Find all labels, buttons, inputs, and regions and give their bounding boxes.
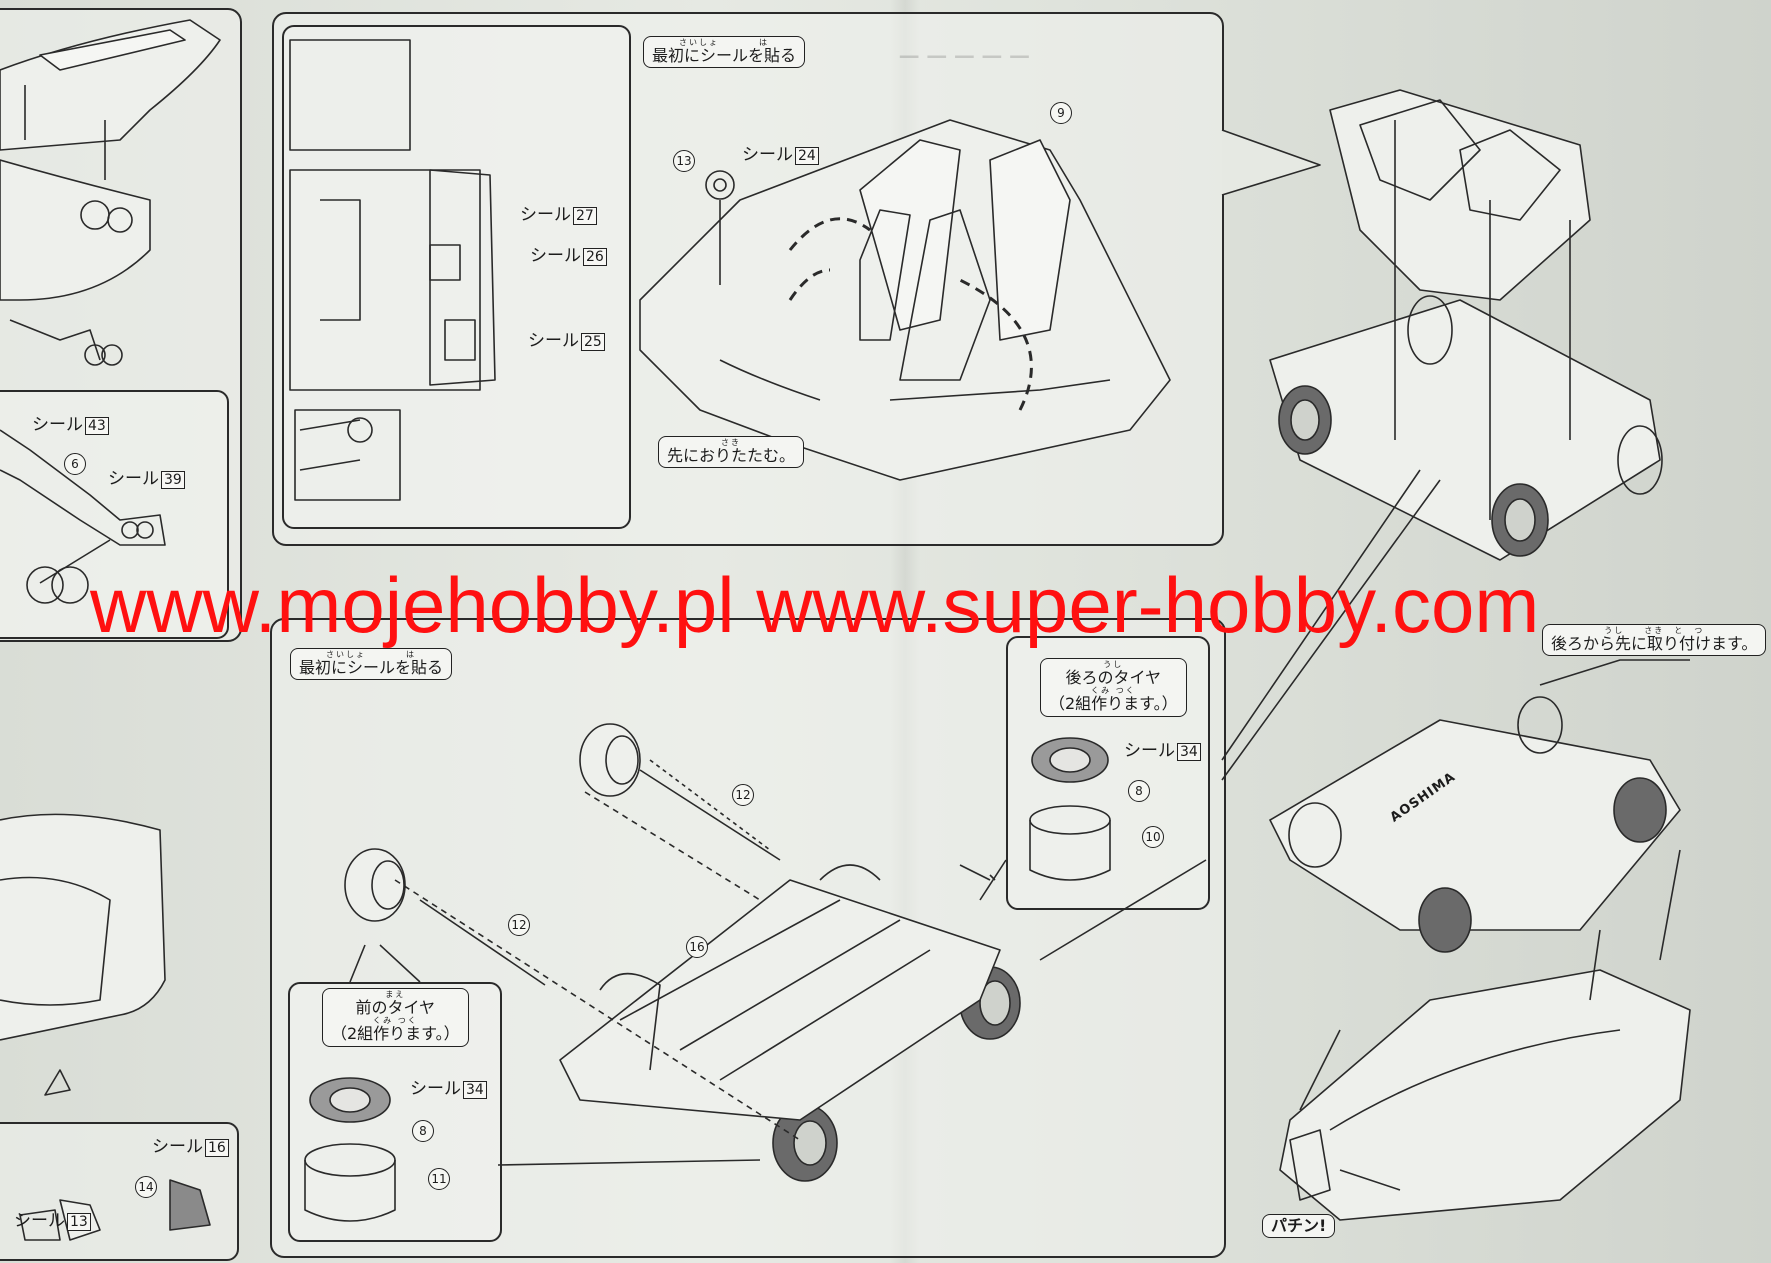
- car-body-rear-view: [0, 19, 221, 366]
- watermark-text: www.mojehobby.pl www.super-hobby.com: [90, 561, 1540, 649]
- part-number-16: 16: [686, 936, 708, 958]
- part-number-11: 11: [428, 1168, 450, 1190]
- chassis-to-body-assembly: [1269, 696, 1691, 1221]
- background-bleed-text: ─ ─ ─ ─ ─: [900, 40, 1029, 75]
- chassis-with-interior: [1269, 89, 1663, 561]
- left-parts-diagram: [0, 429, 166, 604]
- part-number-12-lower: 12: [508, 914, 530, 936]
- callout-snap: パチン!: [1262, 1214, 1336, 1239]
- wheel-axle-assembly: [344, 723, 1021, 1182]
- interior-tub: [639, 119, 1171, 481]
- part-number-8-front: 8: [412, 1120, 434, 1142]
- part-number-6: 6: [64, 453, 86, 475]
- callout-fold-first: さき 先におりたたむ。: [658, 436, 805, 469]
- callout-rear-tires: うし 後ろのタイヤ くみ つく （2組作ります。）: [1040, 658, 1187, 717]
- part-number-10: 10: [1142, 826, 1164, 848]
- dashboard-sticker-diagram: [289, 39, 496, 501]
- callout-attach-rear-first: うし さき と つ 後ろから先に取り付けます。: [1542, 624, 1767, 657]
- callout-first-sticker-top: さいしょ は 最初にシールを貼る: [643, 36, 806, 69]
- part-number-12-upper: 12: [732, 784, 754, 806]
- callout-first-sticker-bottom: さいしょ は 最初にシールを貼る: [290, 648, 453, 681]
- part-number-8-rear: 8: [1128, 780, 1150, 802]
- part-number-14: 14: [135, 1176, 157, 1198]
- part-number-13: 13: [673, 150, 695, 172]
- callout-front-tires: まえ 前のタイヤ くみ つく （2組作ります。）: [322, 988, 469, 1047]
- car-body-side-view: [0, 813, 211, 1241]
- part-number-9: 9: [1050, 102, 1072, 124]
